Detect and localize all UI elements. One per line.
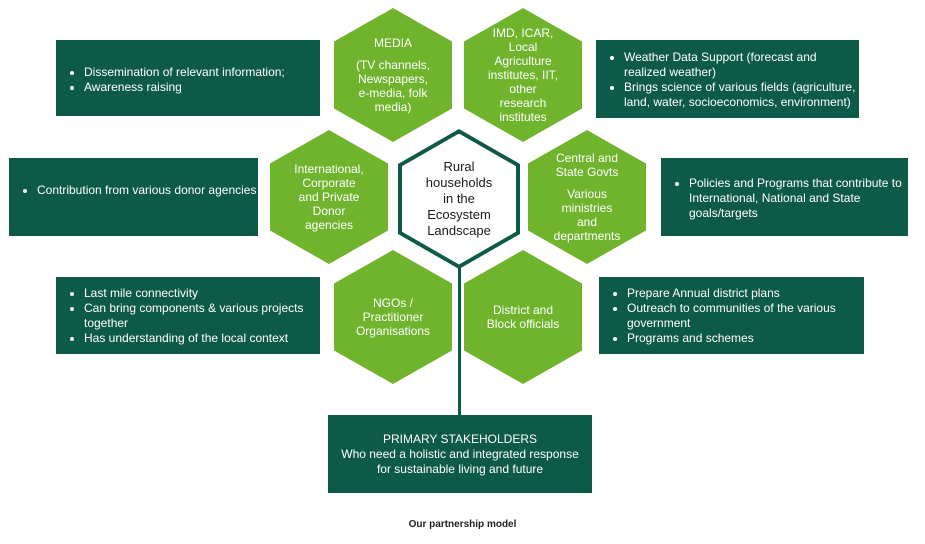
- primary-stakeholders-box: PRIMARY STAKEHOLDERS Who need a holistic…: [328, 415, 592, 493]
- international-role-list: Contribution from various donor agencies: [9, 183, 258, 198]
- international-hex: International, Corporate and Private Don…: [270, 130, 388, 264]
- hex-line: Various: [567, 187, 607, 201]
- ngos-hex: NGOs / Practitioner Organisations: [334, 250, 452, 384]
- hex-line: IMD, ICAR,: [492, 26, 554, 40]
- hex-line: Corporate: [302, 176, 356, 190]
- hex-line: Donor: [312, 204, 346, 218]
- center-line: Rural: [443, 159, 475, 174]
- list-item: Prepare Annual district plans: [627, 286, 864, 301]
- hex-line: District and: [492, 303, 554, 317]
- district-role-box: Prepare Annual district plans Outreach t…: [599, 277, 864, 354]
- list-item: Contribution from various donor agencies: [37, 183, 258, 198]
- hex-line: departments: [553, 229, 621, 243]
- list-item: Last mile connectivity: [84, 286, 320, 301]
- list-item: Programs and schemes: [627, 331, 864, 346]
- district-role-list: Prepare Annual district plans Outreach t…: [599, 286, 864, 346]
- list-item: Awareness raising: [84, 80, 320, 95]
- district-hex: District and Block officials: [464, 250, 582, 384]
- hex-line: Central and: [555, 151, 619, 165]
- hex-line: e-media, folk: [358, 86, 428, 100]
- hex-line: institutes: [499, 110, 547, 124]
- hex-line: Organisations: [355, 324, 431, 338]
- hex-line: media): [374, 100, 412, 114]
- list-item: Policies and Programs that contribute to…: [689, 176, 908, 221]
- hex-line: other: [509, 82, 537, 96]
- international-role-box: Contribution from various donor agencies: [9, 158, 258, 236]
- list-item: Can bring components & various projects …: [84, 301, 320, 331]
- primary-stakeholders-line: for sustainable living and future: [376, 461, 544, 476]
- govts-role-list: Policies and Programs that contribute to…: [661, 176, 908, 221]
- govts-role-box: Policies and Programs that contribute to…: [661, 158, 908, 236]
- list-item: Brings science of various fields (agricu…: [624, 80, 859, 110]
- hex-line: Newspapers,: [357, 72, 429, 86]
- hex-line: NGOs /: [372, 296, 413, 310]
- hex-line: agencies: [304, 218, 354, 232]
- media-role-box: Dissemination of relevant information; A…: [56, 40, 320, 116]
- research-role-box: Weather Data Support (forecast and reali…: [596, 40, 859, 118]
- hex-line: and: [576, 215, 598, 229]
- primary-stakeholders-line: Who need a holistic and integrated respo…: [341, 446, 579, 461]
- hex-line: and Private: [298, 190, 360, 204]
- center-line: households: [425, 175, 493, 190]
- hex-line: State Govts: [555, 165, 619, 179]
- hex-line: research: [499, 96, 547, 110]
- hex-line: institutes, IIT,: [487, 68, 559, 82]
- govts-hex: Central and State Govts Various ministri…: [528, 130, 646, 264]
- hex-line: Agriculture: [494, 54, 552, 68]
- hex-line: MEDIA: [373, 36, 412, 50]
- research-role-list: Weather Data Support (forecast and reali…: [596, 50, 859, 110]
- center-line: Ecosystem: [427, 207, 491, 222]
- ngos-role-box: Last mile connectivity Can bring compone…: [56, 277, 320, 354]
- list-item: Outreach to communities of the various g…: [627, 301, 864, 331]
- center-hex-text: Rural households in the Ecosystem Landsc…: [426, 159, 493, 239]
- hex-line: Practitioner: [362, 310, 424, 324]
- research-hex: IMD, ICAR, Local Agriculture institutes,…: [464, 8, 582, 142]
- media-role-list: Dissemination of relevant information; A…: [56, 65, 320, 95]
- list-item: Dissemination of relevant information;: [84, 65, 320, 80]
- hex-line: International,: [294, 162, 364, 176]
- ngos-role-list: Last mile connectivity Can bring compone…: [56, 286, 320, 346]
- media-hex: MEDIA (TV channels, Newspapers, e-media,…: [334, 8, 452, 142]
- hex-line: Local: [508, 40, 538, 54]
- figure-caption: Our partnership model: [408, 519, 517, 530]
- list-item: Has understanding of the local context: [84, 331, 320, 346]
- hex-line: Block officials: [486, 317, 560, 331]
- list-item: Weather Data Support (forecast and reali…: [624, 50, 859, 80]
- center-line: Landscape: [427, 223, 491, 238]
- primary-stakeholders-title: PRIMARY STAKEHOLDERS: [382, 431, 538, 446]
- hex-line: ministries: [561, 201, 613, 215]
- hex-line: (TV channels,: [355, 58, 431, 72]
- center-line: in the: [443, 191, 475, 206]
- connector-line: [458, 266, 461, 415]
